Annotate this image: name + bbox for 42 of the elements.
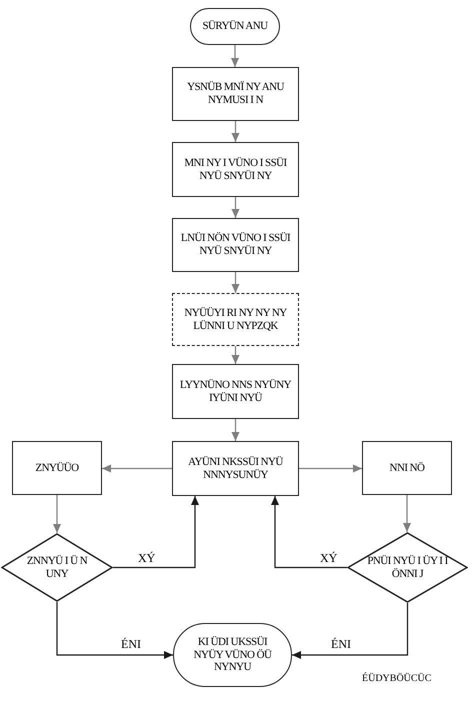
step-text: ZNNYÜ I Ü N UNY [26,554,88,580]
process-box [172,441,299,496]
step-text: LYYNÜNO NNS NYÜNY IYÜNI NYÜ [178,378,292,404]
arrow [232,272,240,293]
process-box [12,441,102,495]
terminal-shape [190,8,280,45]
step-text: YSNÜB MNÏ NY ANU NYMUSI I N [186,81,286,107]
process-box [172,218,299,272]
step-text: AYÜNI NKSSÜI NYÜ NNNYSUNÜY [187,456,284,482]
step-text: SÜRYÜN ANU [202,20,268,33]
edge-label: ÉNI [329,638,353,650]
edge-label: XÝ [318,552,340,564]
arrow [231,45,239,67]
process-box [172,364,299,419]
arrow [292,603,408,659]
arrow [232,197,240,218]
edge-label: XÝ [136,552,158,564]
arrow [53,495,61,533]
arrow [232,346,240,364]
step-text: KI ÜDI UKSSÜI NYÜY VÜNO ÖÜ NYNYU [192,636,273,674]
edge-label: ÉNI [119,638,143,650]
arrow [102,464,172,472]
step-text: LNÜI NÖN VÜNO I SSÜI NYÜ SNYÜI NY [180,232,292,258]
process-box [172,142,299,197]
arrow [299,464,362,472]
step-text: PNÜI NYÜ I ÜY I I ÖNNI J [367,554,448,580]
decision-diamond [1,533,113,602]
process-box [172,67,299,121]
step-text: MNI NY I VÜNO I SSÜI NYÜ SNYÜI NY [183,156,288,182]
arrow [232,419,240,441]
step-text: NNI NÖ [390,462,424,474]
arrow [113,496,199,568]
arrow [403,495,411,532]
step-text: ZNYÜÜO [35,462,79,474]
arrow [56,602,173,659]
decision-diamond [347,532,468,603]
dashed-process-box [172,293,299,346]
arrow [232,121,240,142]
process-box [362,441,452,495]
arrow [271,496,347,568]
figure-note: ÉÜDYBÖÜCÜC [362,674,432,684]
step-text: NYÜÜYI RI NY NY NY LÜNNI U NYPZQK [183,306,288,332]
